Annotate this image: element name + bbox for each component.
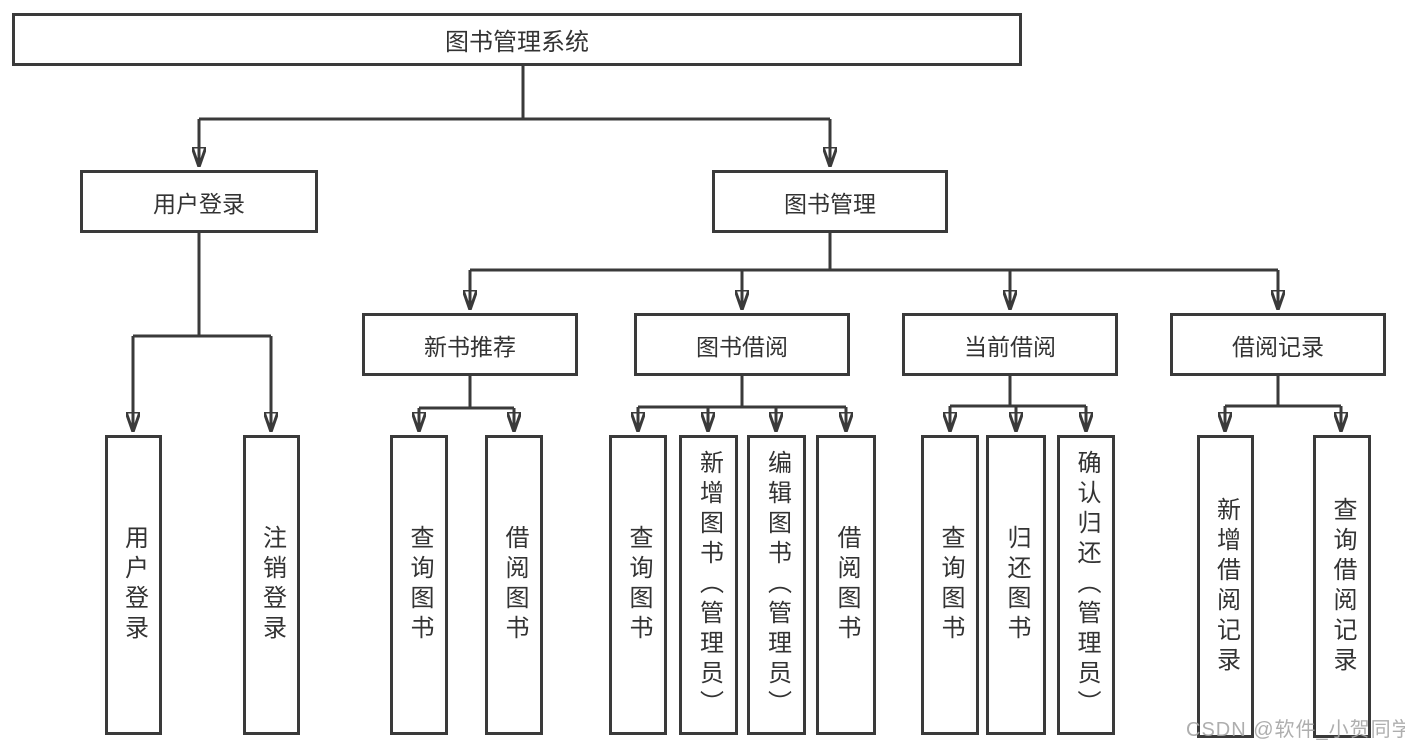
leaf-query-book-2: 查询图书 — [609, 435, 667, 735]
node-borrowing-record-label: 借阅记录 — [1232, 333, 1324, 360]
leaf-query-book-1-label: 查询图书 — [406, 525, 433, 645]
node-root-system-label: 图书管理系统 — [445, 29, 589, 56]
node-book-borrowing: 图书借阅 — [634, 313, 850, 376]
node-book-borrowing-label: 图书借阅 — [696, 333, 788, 360]
leaf-confirm-return-admin: 确认归还（管理员） — [1057, 435, 1115, 735]
leaf-borrow-book-2: 借阅图书 — [816, 435, 876, 735]
leaf-borrow-book-1-label: 借阅图书 — [501, 525, 528, 645]
leaf-query-book-3-label: 查询图书 — [937, 525, 964, 645]
node-root-system: 图书管理系统 — [12, 13, 1022, 66]
leaf-user-login: 用户登录 — [105, 435, 162, 735]
leaf-edit-book-admin: 编辑图书（管理员） — [747, 435, 806, 735]
node-user-login: 用户登录 — [80, 170, 318, 233]
node-user-login-label: 用户登录 — [153, 190, 245, 217]
node-new-book-recommendation-label: 新书推荐 — [424, 333, 516, 360]
leaf-add-borrow-record-label: 新增借阅记录 — [1212, 496, 1240, 677]
node-current-borrowing-label: 当前借阅 — [964, 333, 1056, 360]
leaf-borrow-book-1: 借阅图书 — [485, 435, 543, 735]
leaf-query-borrow-record-label: 查询借阅记录 — [1329, 496, 1356, 677]
leaf-edit-book-admin-label: 编辑图书（管理员） — [763, 450, 791, 720]
leaf-add-book-admin: 新增图书（管理员） — [679, 435, 738, 735]
leaf-add-borrow-record: 新增借阅记录 — [1197, 435, 1254, 738]
node-current-borrowing: 当前借阅 — [902, 313, 1118, 376]
leaf-query-book-1: 查询图书 — [390, 435, 448, 735]
leaf-user-login-label: 用户登录 — [120, 525, 148, 645]
node-borrowing-record: 借阅记录 — [1170, 313, 1386, 376]
node-book-management-label: 图书管理 — [784, 190, 876, 217]
leaf-logout: 注销登录 — [243, 435, 300, 735]
leaf-return-book: 归还图书 — [986, 435, 1046, 735]
node-new-book-recommendation: 新书推荐 — [362, 313, 578, 376]
leaf-query-borrow-record: 查询借阅记录 — [1313, 435, 1371, 738]
leaf-borrow-book-2-label: 借阅图书 — [833, 525, 860, 645]
leaf-logout-label: 注销登录 — [258, 525, 286, 645]
leaf-query-book-3: 查询图书 — [921, 435, 979, 735]
leaf-confirm-return-admin-label: 确认归还（管理员） — [1073, 450, 1100, 720]
node-book-management: 图书管理 — [712, 170, 948, 233]
csdn-watermark: CSDN @软件_小贺同学 — [1186, 719, 1405, 741]
leaf-add-book-admin-label: 新增图书（管理员） — [695, 450, 723, 720]
leaf-return-book-label: 归还图书 — [1003, 525, 1030, 645]
leaf-query-book-2-label: 查询图书 — [625, 525, 652, 645]
